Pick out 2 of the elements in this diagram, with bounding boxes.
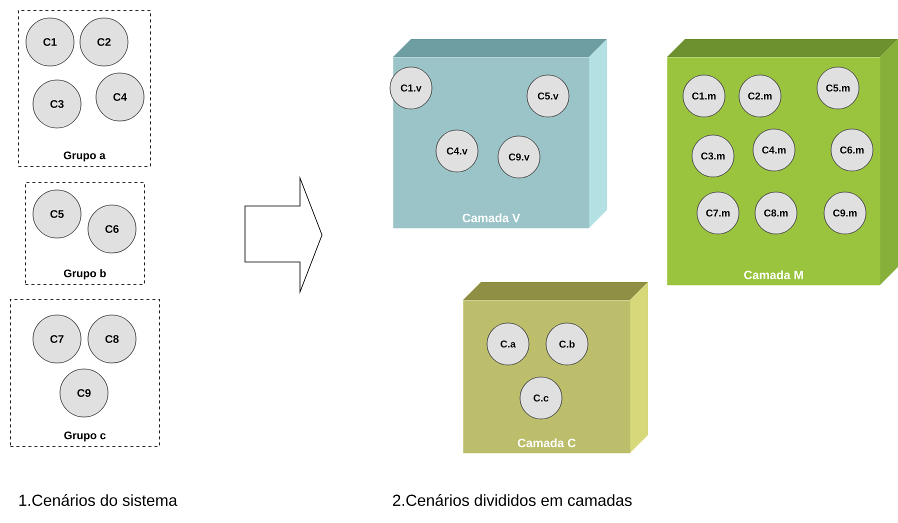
caption-text: 2.Cenários divididos em camadas — [393, 494, 632, 506]
caption-text: 1.Cenários do sistema — [19, 494, 178, 506]
